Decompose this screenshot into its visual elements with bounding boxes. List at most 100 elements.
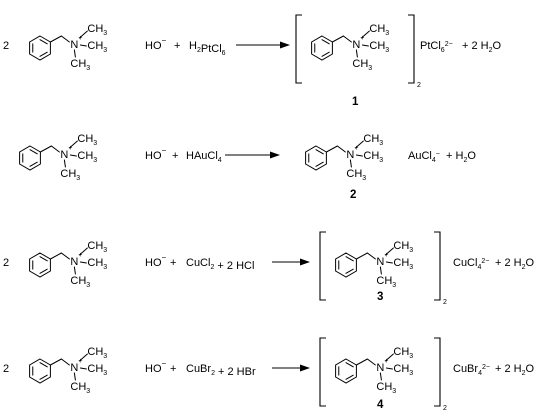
metal-reagent-part: PtCl <box>201 43 222 55</box>
ch3-subscript: 3 <box>103 370 107 377</box>
ring-double-bond <box>39 374 48 380</box>
methyl-group-top: CH3 <box>369 23 389 37</box>
hydroxide-ion: HO− <box>145 146 167 162</box>
metal-reagent-part: + 2 HBr <box>215 366 256 378</box>
ch2-to-n-bond <box>366 358 376 366</box>
reaction-arrow-head <box>280 41 290 49</box>
compound-number: 4 <box>377 399 384 411</box>
product-anion-part: 4 <box>478 370 482 377</box>
n-methyl-bond-bottom <box>73 266 76 275</box>
ch2-to-n-bond <box>60 252 70 260</box>
compound-number: 3 <box>377 291 383 303</box>
ch3-subscript: 3 <box>103 353 107 360</box>
ring-double-bond <box>39 39 48 45</box>
reaction-arrow-head <box>300 258 310 266</box>
methyl-group-right: CH3 <box>77 150 97 164</box>
methyl-group-right: CH3 <box>87 40 107 54</box>
plus-sign: + <box>170 257 176 269</box>
n-methyl-bond-top <box>384 247 394 256</box>
ch-text: CH <box>376 381 392 393</box>
ch-text: CH <box>77 150 93 162</box>
ch-text: CH <box>393 363 409 375</box>
product-anion-part: CuBr <box>453 363 478 375</box>
product-anion-part: AuCl <box>408 150 432 162</box>
metal-reagent-part: 2 <box>211 370 215 377</box>
n-methyl-bond-right <box>361 44 369 47</box>
ring-to-ch2-bond <box>49 35 62 43</box>
ring-to-ch2-bond <box>49 358 62 366</box>
methyl-group-bottom: CH3 <box>70 275 90 289</box>
n-methyl-bond-top <box>384 353 394 362</box>
methyl-group-top: CH3 <box>87 346 107 360</box>
methyl-group-top: CH3 <box>393 346 413 360</box>
ch3-subscript: 3 <box>409 353 413 360</box>
water-prefix: + 2 H <box>462 40 489 52</box>
water-term: + 2 H2O <box>462 40 502 54</box>
plus-sign: + <box>170 363 176 375</box>
ch-text: CH <box>87 23 103 35</box>
water-subscript: 2 <box>489 47 493 54</box>
ring-double-bond <box>345 374 354 380</box>
water-term: + H2O <box>446 150 476 164</box>
metal-reagent-part: 2 <box>210 264 214 271</box>
ch-text: CH <box>363 133 379 145</box>
methyl-group-bottom: CH3 <box>376 381 396 395</box>
ch-text: CH <box>352 58 368 70</box>
n-methyl-bond-bottom <box>379 266 382 275</box>
n-methyl-bond-bottom <box>349 159 352 168</box>
ch3-subscript: 3 <box>76 175 80 182</box>
ch3-subscript: 3 <box>385 30 389 37</box>
positive-charge: + <box>78 252 82 259</box>
metal-reagent-part: HAuCl <box>186 150 218 162</box>
ch3-subscript: 3 <box>379 140 383 147</box>
water-subscript: 2 <box>522 264 526 271</box>
hydroxide-ion: HO− <box>145 253 167 269</box>
reactant-coefficient: 2 <box>3 363 9 375</box>
ring-to-ch2-bond <box>355 252 368 260</box>
water-prefix: + 2 H <box>495 363 522 375</box>
reaction-arrow-head <box>270 151 280 159</box>
nitrogen-atom: N <box>60 149 68 161</box>
ch-text: CH <box>363 150 379 162</box>
ch3-subscript: 3 <box>379 157 383 164</box>
ring-double-bond <box>345 268 354 274</box>
ch-text: CH <box>376 275 392 287</box>
n-methyl-bond-bottom <box>355 49 358 58</box>
methyl-group-bottom: CH3 <box>352 58 372 72</box>
ch-text: CH <box>77 133 93 145</box>
ch3-subscript: 3 <box>86 282 90 289</box>
ch2-to-n-bond <box>60 358 70 366</box>
product-anion: PtCl62− <box>420 40 453 54</box>
plus-sign: + <box>174 40 180 52</box>
bracket-right <box>434 337 441 407</box>
n-methyl-bond-top <box>68 140 78 149</box>
ch-text: CH <box>369 40 385 52</box>
hydroxide-charge: − <box>162 146 167 155</box>
n-methyl-bond-right <box>385 367 393 370</box>
bracket-left <box>295 14 302 84</box>
ch3-subscript: 3 <box>362 175 366 182</box>
ring-to-ch2-bond <box>49 252 62 260</box>
ch3-subscript: 3 <box>103 30 107 37</box>
ring-to-ch2-bond <box>355 358 368 366</box>
ch3-subscript: 3 <box>103 247 107 254</box>
positive-charge: + <box>354 145 358 152</box>
metal-reagent: HAuCl4 <box>186 150 222 164</box>
ch3-subscript: 3 <box>86 65 90 72</box>
methyl-group-bottom: CH3 <box>70 58 90 72</box>
ch3-subscript: 3 <box>409 247 413 254</box>
product-anion-part: 2− <box>481 258 489 265</box>
water-prefix: + H <box>446 150 463 162</box>
metal-reagent-part: CuBr <box>186 363 211 375</box>
methyl-group-top: CH3 <box>77 133 97 147</box>
ring-double-bond <box>345 362 354 368</box>
ring-double-bond <box>39 51 48 57</box>
hydroxide-text: HO <box>145 150 162 162</box>
ch2-to-n-bond <box>50 145 60 153</box>
methyl-group-right: CH3 <box>393 363 413 377</box>
